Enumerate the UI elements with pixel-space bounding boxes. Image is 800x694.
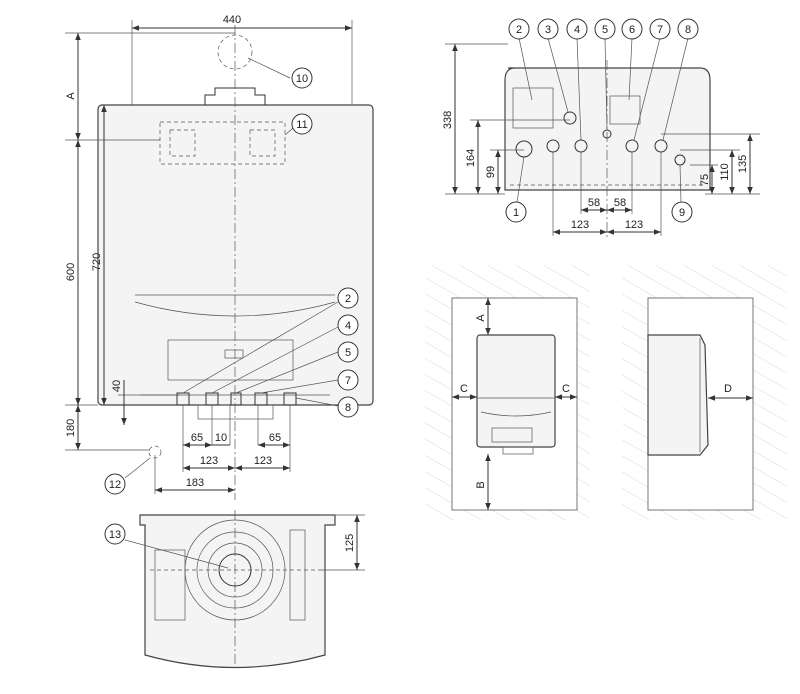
dim-164: 164 xyxy=(465,149,477,167)
connection-view: 338 164 99 135 110 75 58 58 123 123 xyxy=(442,18,760,240)
dim-135: 135 xyxy=(737,155,749,173)
bottom-cover xyxy=(197,404,274,420)
dim-600: 600 xyxy=(65,263,77,281)
clearance-front-view: A B C C xyxy=(425,265,590,520)
conn-callout-8: 8 xyxy=(685,24,691,36)
dim-720: 720 xyxy=(91,253,103,271)
conn-callout-1: 1 xyxy=(513,207,519,219)
dim-a: A xyxy=(65,92,77,100)
dim-183: 183 xyxy=(186,477,204,489)
dim-65-left: 65 xyxy=(191,432,203,444)
dim-75: 75 xyxy=(699,174,711,186)
control-panel xyxy=(167,339,294,381)
clearance-boiler-side xyxy=(647,334,709,456)
clearance-boiler-front xyxy=(476,334,556,448)
dim-125: 125 xyxy=(344,534,356,552)
callout-5: 5 xyxy=(345,347,351,359)
clearance-b: B xyxy=(475,481,487,488)
dim-40: 40 xyxy=(111,380,123,392)
bottom-view-outline xyxy=(139,514,336,669)
connection-callouts: 2 3 4 5 6 7 8 1 9 xyxy=(505,18,699,223)
dim-110: 110 xyxy=(719,163,731,181)
dim-123-conn-left: 123 xyxy=(571,219,589,231)
dim-10: 10 xyxy=(215,432,227,444)
conn-callout-5: 5 xyxy=(602,24,608,36)
dim-123-left: 123 xyxy=(200,455,218,467)
clearance-side-view: D xyxy=(622,265,787,520)
gas-pipe-position xyxy=(148,445,162,459)
bottom-view: 125 13 xyxy=(104,510,365,669)
dim-180: 180 xyxy=(65,419,77,437)
callout-7: 7 xyxy=(345,375,351,387)
conn-callout-9: 9 xyxy=(679,207,685,219)
dim-width: 440 xyxy=(223,14,241,26)
callout-4: 4 xyxy=(345,320,351,332)
conn-callout-4: 4 xyxy=(574,24,580,36)
dim-123-right: 123 xyxy=(254,455,272,467)
conn-callout-3: 3 xyxy=(545,24,551,36)
dim-58-right: 58 xyxy=(614,197,626,209)
dim-338: 338 xyxy=(442,111,454,129)
dim-58-left: 58 xyxy=(588,197,600,209)
front-view: 440 A 600 720 180 40 65 10 65 123 123 xyxy=(65,14,374,500)
conn-callout-2: 2 xyxy=(516,24,522,36)
callout-2: 2 xyxy=(345,293,351,305)
clearance-c-left: C xyxy=(460,383,468,395)
connection-view-outline xyxy=(504,67,711,191)
dim-99: 99 xyxy=(485,166,497,178)
dim-65-right: 65 xyxy=(269,432,281,444)
callout-8: 8 xyxy=(345,402,351,414)
conn-callout-6: 6 xyxy=(629,24,635,36)
callout-10: 10 xyxy=(296,73,308,85)
conn-callout-7: 7 xyxy=(657,24,663,36)
clearance-a: A xyxy=(475,314,487,322)
clearance-d: D xyxy=(724,383,732,395)
boiler-casing xyxy=(97,104,374,406)
callout-12: 12 xyxy=(109,479,121,491)
callout-11: 11 xyxy=(296,119,307,131)
clearance-c-right: C xyxy=(562,383,570,395)
callout-13: 13 xyxy=(109,529,121,541)
dim-123-conn-right: 123 xyxy=(625,219,643,231)
